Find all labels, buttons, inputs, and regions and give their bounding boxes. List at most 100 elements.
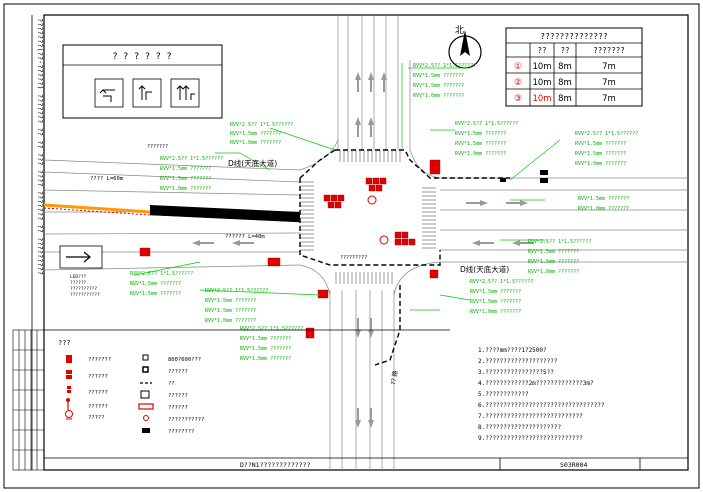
- callout-ssw-1: RVV*2.5?? 1*1.5??????: [205, 288, 268, 294]
- legend-label-7: ??????: [168, 369, 188, 375]
- callout-n-2: RVV*1.5mm ???????: [413, 73, 464, 79]
- inner-frame: [43, 14, 689, 471]
- outer-frame: [3, 3, 700, 489]
- legend-label-5: ?????: [88, 415, 105, 421]
- legend-label-8: ??: [168, 381, 175, 387]
- callout-se-2: RVV*1.5mm ???????: [528, 249, 579, 255]
- callout-ss-4: RVV*1.0mm ???????: [240, 356, 291, 362]
- legend-label-4: ??????: [88, 404, 108, 410]
- note-7: 7.???????????????????????????: [478, 413, 583, 420]
- lane-legend-box: ? ? ? ? ? ?: [62, 44, 223, 119]
- equipment-boxes: [500, 170, 548, 183]
- side-text: ???????(??-?????) ??????? ?? ?? ??? ????…: [36, 18, 44, 275]
- callout-ss-1: RVV*2.5?? 1*1.5??????: [240, 326, 303, 332]
- left-island: [43, 203, 301, 223]
- callout-ss-2: RVV*1.5mm ???????: [240, 336, 291, 342]
- green-callouts: RVV*2.5?? 1*1.5?????? RVV*1.5mm ??????? …: [130, 63, 638, 362]
- legend-icon-10: [138, 403, 154, 410]
- callout-s-2: RVV*1.5mm ???????: [470, 289, 521, 295]
- drawing-number: S03R004: [560, 461, 587, 469]
- callout-nw-1: RVV*2.5?? 1*1.5??????: [230, 122, 293, 128]
- callout-ne-4: RVV*1.0mm ???????: [455, 151, 506, 157]
- sign-text-3: ??????????: [70, 286, 97, 292]
- corner-label: ???????: [147, 144, 168, 150]
- signal-row-3-c2: 8m: [558, 94, 572, 104]
- callout-ssw-4: RVV*1.0mm ???????: [205, 318, 256, 324]
- north-label: 北: [455, 25, 464, 36]
- signal-row-1-c2: 8m: [558, 62, 572, 72]
- sign-text-1: LED???: [70, 274, 87, 280]
- signal-row-1-c3: 7m: [602, 62, 616, 72]
- callout-e-3: RVV*1.5mm ???????: [575, 151, 626, 157]
- sign-text-4: ???????????: [70, 292, 100, 298]
- signal-row-1-c1: 10m: [532, 62, 551, 72]
- signal-row-3-mark: ③: [514, 94, 522, 104]
- north-arrow: 北: [448, 25, 482, 69]
- signal-table-header-3: ???????: [593, 46, 625, 55]
- note-3: 3.????????????????5??: [478, 369, 554, 376]
- legend-label-12: ????????: [168, 429, 195, 435]
- signal-row-2-c1: 10m: [532, 78, 551, 88]
- callout-sw-2: RVV*1.5mm ???????: [130, 281, 181, 287]
- signal-row-3-c1: 10m: [532, 94, 551, 104]
- legend-icon-12: [142, 428, 150, 433]
- callout-ne-1: RVV*2.5?? 1*1.5??????: [455, 121, 518, 127]
- legend-icon-11: [143, 415, 149, 421]
- callout-n-4: RVV*1.0mm ???????: [413, 93, 464, 99]
- legend-label-3: ??????: [88, 390, 108, 396]
- callout-e-2: RVV*1.5mm ???????: [575, 141, 626, 147]
- sign-board: LED??? ?????? ?????????? ???????????: [59, 245, 103, 298]
- cable-routes: [299, 149, 510, 366]
- road-label-west: D线(天底大道): [228, 158, 277, 168]
- callout-se-1: RVV*2.5?? 1*1.5??????: [528, 239, 591, 245]
- signal-table: ?????????????? ?? ?? ??????? ① 10m 8m 7m…: [505, 27, 643, 107]
- callout-e-1: RVV*2.5?? 1*1.5??????: [575, 131, 638, 137]
- callout-ne-2: RVV*1.5mm ???????: [455, 131, 506, 137]
- signal-row-3-c3: 7m: [602, 94, 616, 104]
- legend-label-11: ???????????: [168, 417, 204, 423]
- callout-e2-1: RVV*1.5mm ???????: [578, 196, 629, 202]
- road-label-east: D线(天底大道): [460, 264, 509, 274]
- dim-label-left: ???? L=60m: [90, 176, 124, 182]
- callout-s-1: RVV*2.5?? 1*1.5??????: [470, 279, 533, 285]
- drawing-name: D??N1?????????????: [240, 461, 311, 469]
- legend-icon-6: [142, 354, 149, 361]
- road-labels: D线(天底大道) D线(天底大道) ???? L=60m ?????? L=40…: [90, 144, 509, 385]
- legend-icon-5: [65, 410, 73, 420]
- notes: 1.????mm????1?2500? 2.??????????????????…: [478, 347, 605, 442]
- road-label-south: ?? 路: [389, 370, 399, 385]
- note-9: 9.???????????????????????????: [478, 435, 583, 442]
- callout-se-4: RVV*1.0mm ???????: [528, 269, 579, 275]
- signal-row-2-mark: ②: [514, 78, 522, 88]
- legend-label-6: 800?600???: [168, 357, 201, 363]
- lane-arrows: [192, 72, 534, 428]
- callout-sw-1: RVV*2.5?? 1*1.5??????: [130, 271, 193, 277]
- callout-w-3: RVV*1.5mm ???????: [160, 176, 211, 182]
- callout-s-3: RVV*1.5mm ???????: [470, 299, 521, 305]
- left-vertical-table: [12, 329, 45, 471]
- legend-icon-1: [66, 355, 72, 363]
- signal-heads: [139, 159, 441, 339]
- callout-nw-3: RVV*1.0mm ???????: [230, 140, 281, 146]
- callout-n-1: RVV*2.5?? 1*1.5??????: [413, 63, 476, 69]
- signal-row-2-c2: 8m: [558, 78, 572, 88]
- signal-table-title: ??????????????: [540, 32, 608, 41]
- legend-label-1: ???????: [88, 357, 111, 363]
- legend-label-10: ??????: [168, 405, 188, 411]
- callout-ss-3: RVV*1.5mm ???????: [240, 346, 291, 352]
- crosswalks: [300, 150, 436, 284]
- lane-legend-title: ? ? ? ? ? ?: [112, 52, 172, 62]
- title-block: D??N1????????????? S03R004: [44, 457, 688, 470]
- note-8: 8.?????????????????????: [478, 424, 561, 431]
- legend: ??? ??????? ?????? ?????? ?????? ????? 8…: [58, 339, 204, 435]
- road-linework: [43, 15, 688, 470]
- callout-e-4: RVV*1.0mm ???????: [575, 161, 626, 167]
- note-2: 2.????????????????????: [478, 358, 558, 365]
- legend-icon-7: [142, 366, 149, 373]
- callout-w-4: RVV*1.0mm ???????: [160, 186, 211, 192]
- legend-icon-2: [66, 370, 72, 379]
- callout-s-4: RVV*1.0mm ???????: [470, 309, 521, 315]
- signal-table-header-2: ??: [560, 46, 569, 55]
- callout-w-1: RVV*2.5?? 1*1.5??????: [160, 156, 223, 162]
